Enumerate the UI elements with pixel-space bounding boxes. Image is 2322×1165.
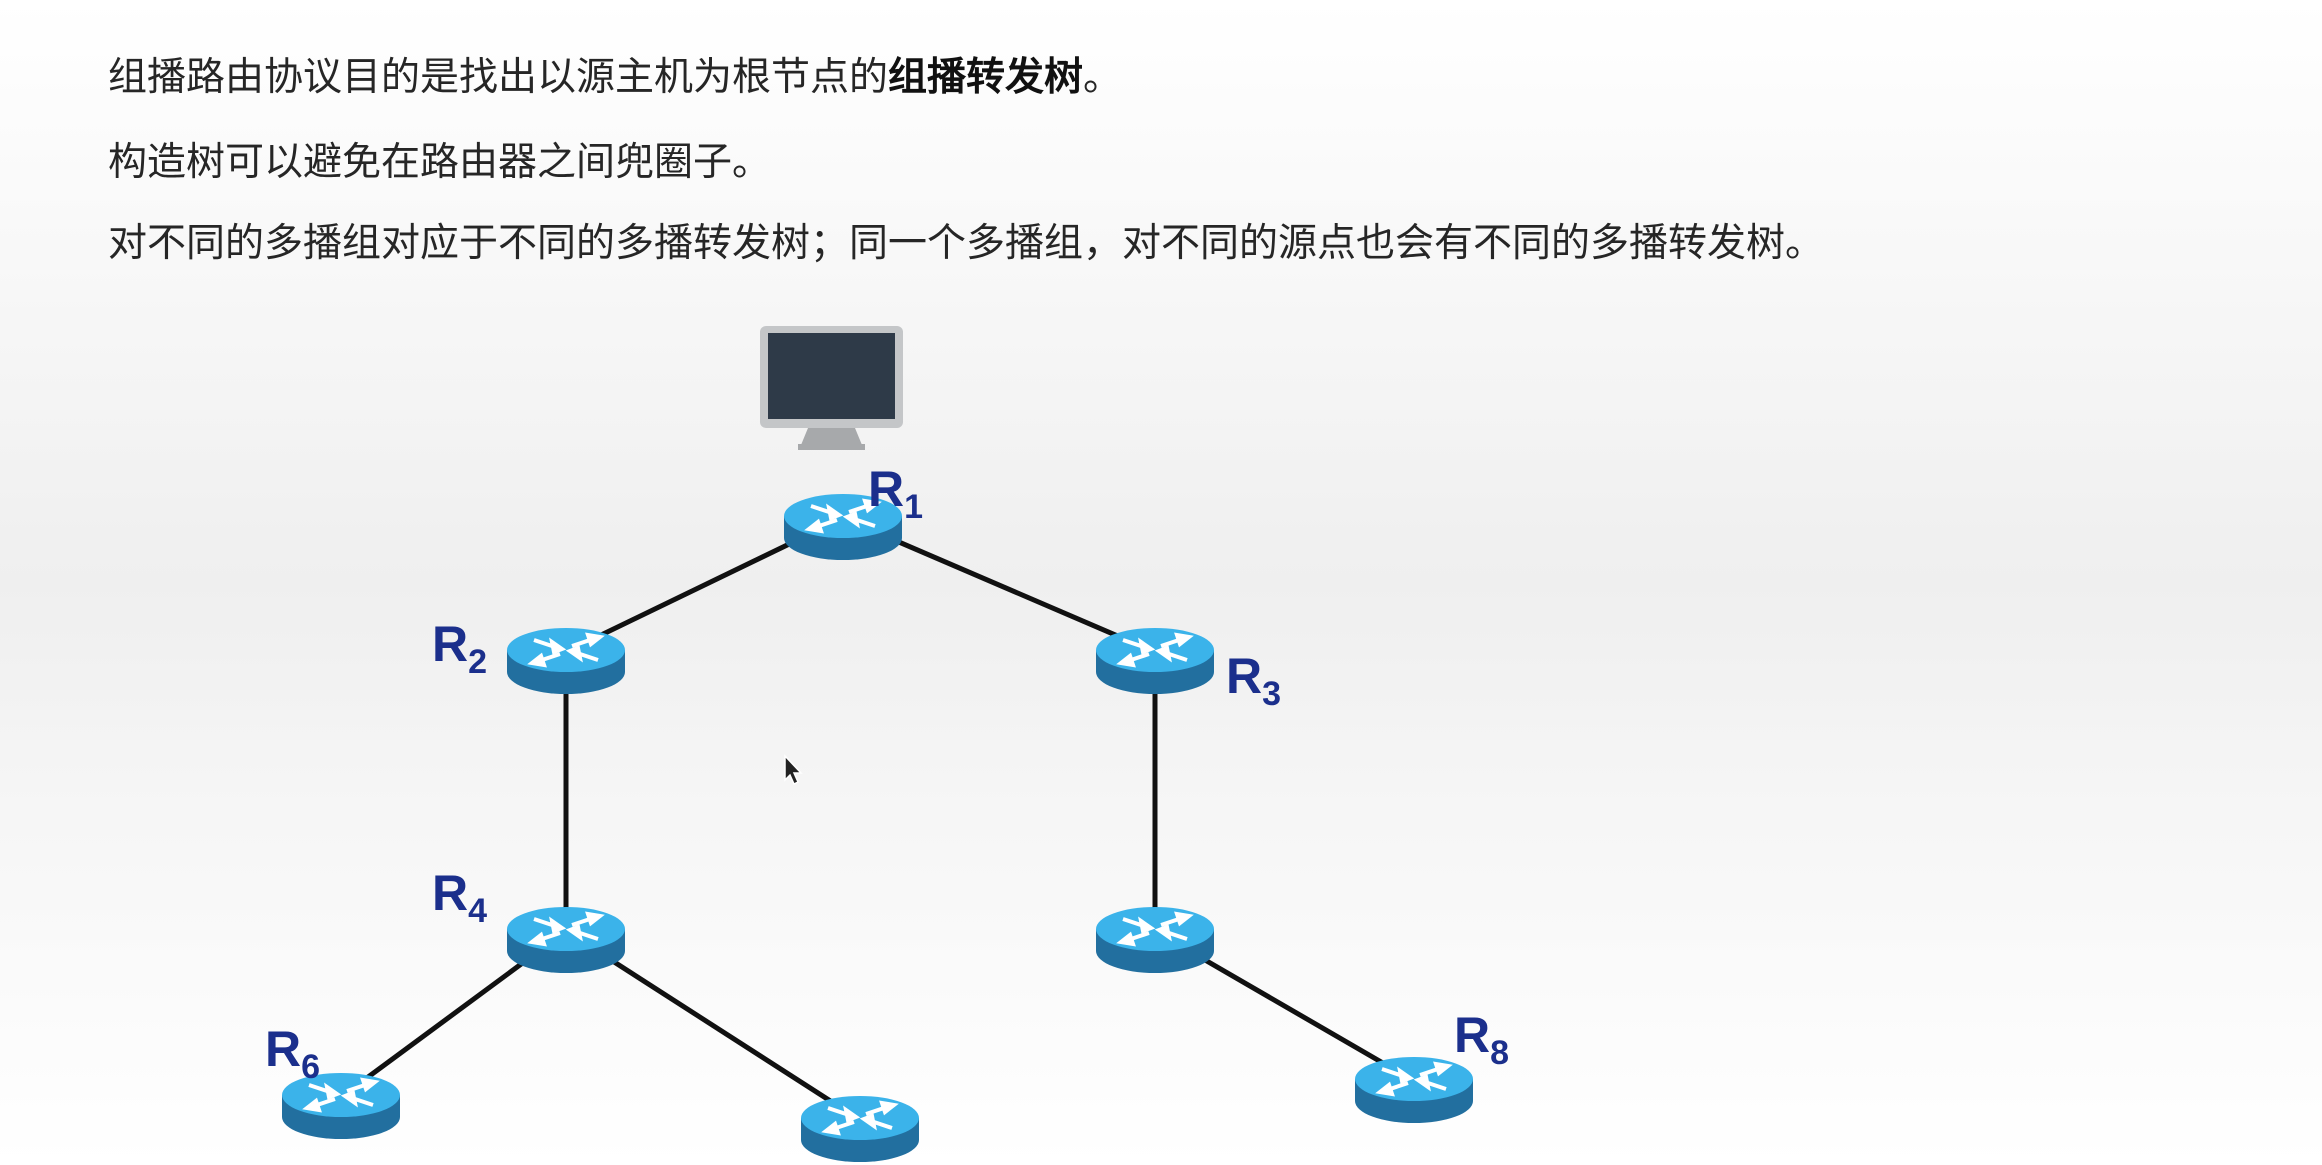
router-label-R6: R6 xyxy=(265,1021,320,1086)
line1-text: 组播路由协议目的是找出以源主机为根节点的 xyxy=(108,55,889,100)
router-icon-R6 xyxy=(280,1071,402,1141)
router-label-R8: R8 xyxy=(1454,1007,1509,1072)
router-label-R4: R4 xyxy=(432,865,487,930)
router-icon-R4 xyxy=(505,905,627,975)
line1-bold-term: 组播转发树 xyxy=(888,55,1084,100)
text-line-1: 组播路由协议目的是找出以源主机为根节点的组播转发树。 xyxy=(108,46,1122,102)
text-line-3: 对不同的多播组对应于不同的多播转发树；同一个多播组，对不同的源点也会有不同的多播… xyxy=(108,221,1825,266)
monitor-icon xyxy=(760,326,903,450)
router-icon-R2 xyxy=(505,626,627,696)
line1-suffix: 。 xyxy=(1083,55,1123,100)
router-icon-R3 xyxy=(1094,626,1216,696)
router-icon-R5 xyxy=(1094,905,1216,975)
router-icon-R8 xyxy=(1353,1055,1475,1125)
router-label-R3: R3 xyxy=(1226,648,1281,713)
text-line-2: 构造树可以避免在路由器之间兜圈子。 xyxy=(108,140,772,185)
router-label-R1: R1 xyxy=(868,461,923,526)
router-icon-R7 xyxy=(799,1094,921,1164)
router-label-R2: R2 xyxy=(432,616,487,681)
mouse-cursor-icon xyxy=(784,754,803,786)
